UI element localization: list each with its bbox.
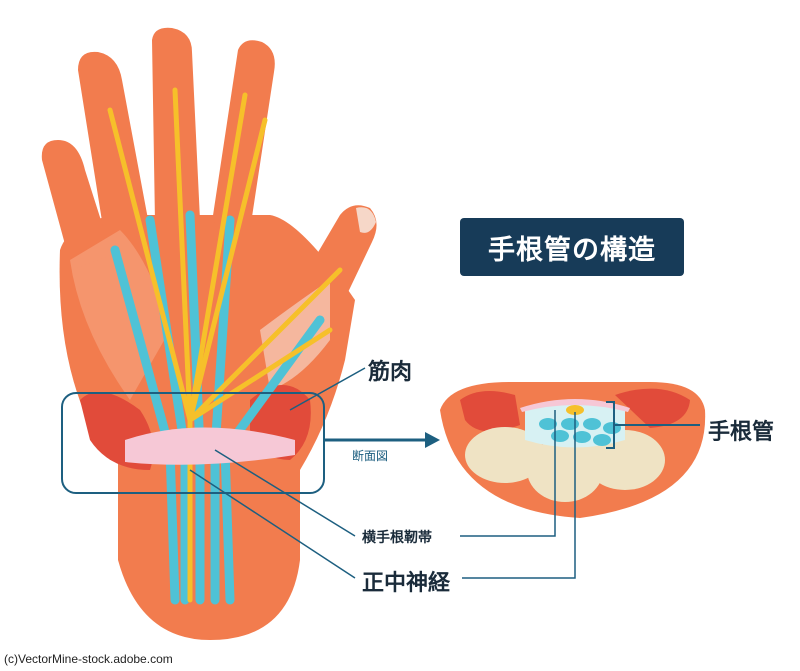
nerve-branch-4: [187, 117, 268, 423]
tunnel-tendon: [583, 418, 601, 430]
leader-lines: [189, 367, 576, 579]
tunnel-tendon: [603, 422, 621, 434]
cross-section-muscle-left: [460, 391, 520, 432]
section-frame: [61, 392, 325, 494]
nerve-branch-6: [187, 327, 333, 423]
label-cross-section: 断面図: [352, 449, 389, 463]
page-title: 手根管の構造: [488, 234, 656, 266]
tunnel-bracket: [606, 401, 700, 449]
transverse-ligament: [125, 427, 295, 465]
hand-illustration: [41, 27, 377, 640]
title-box: 手根管の構造: [460, 218, 684, 276]
tunnel-nerve: [566, 405, 584, 415]
leader-muscle: [289, 367, 366, 411]
label-muscle: 筋肉: [368, 360, 413, 385]
thumb-nail: [356, 207, 376, 233]
tunnel-tendon: [551, 430, 569, 442]
nerve-branch-3: [187, 92, 248, 423]
bone-2: [527, 438, 603, 502]
nerve-branch-1: [107, 107, 193, 423]
label-transverse-ligament: 横手根靭帯: [362, 530, 432, 546]
tunnel-tendon: [573, 431, 591, 443]
cross-section: [440, 382, 706, 518]
image-credit: (c)VectorMine-stock.adobe.com: [4, 652, 173, 666]
section-arrow: [324, 432, 440, 448]
nerve-branch-5: [187, 267, 343, 423]
leader-nerve: [189, 412, 576, 579]
finger-little: [41, 140, 112, 270]
label-carpal-tunnel: 手根管: [708, 420, 775, 445]
tunnel-tendon: [561, 418, 579, 430]
cross-section-muscle-right: [615, 388, 690, 428]
tunnel-tendon: [539, 418, 557, 430]
tunnel-ligament: [520, 399, 630, 412]
nerve-branch-2: [172, 87, 193, 423]
label-median-nerve: 正中神経: [362, 571, 451, 596]
forearm: [118, 460, 300, 640]
bone-1: [465, 427, 545, 483]
leader-ligament: [214, 410, 556, 537]
tunnel-tendon: [593, 434, 611, 446]
